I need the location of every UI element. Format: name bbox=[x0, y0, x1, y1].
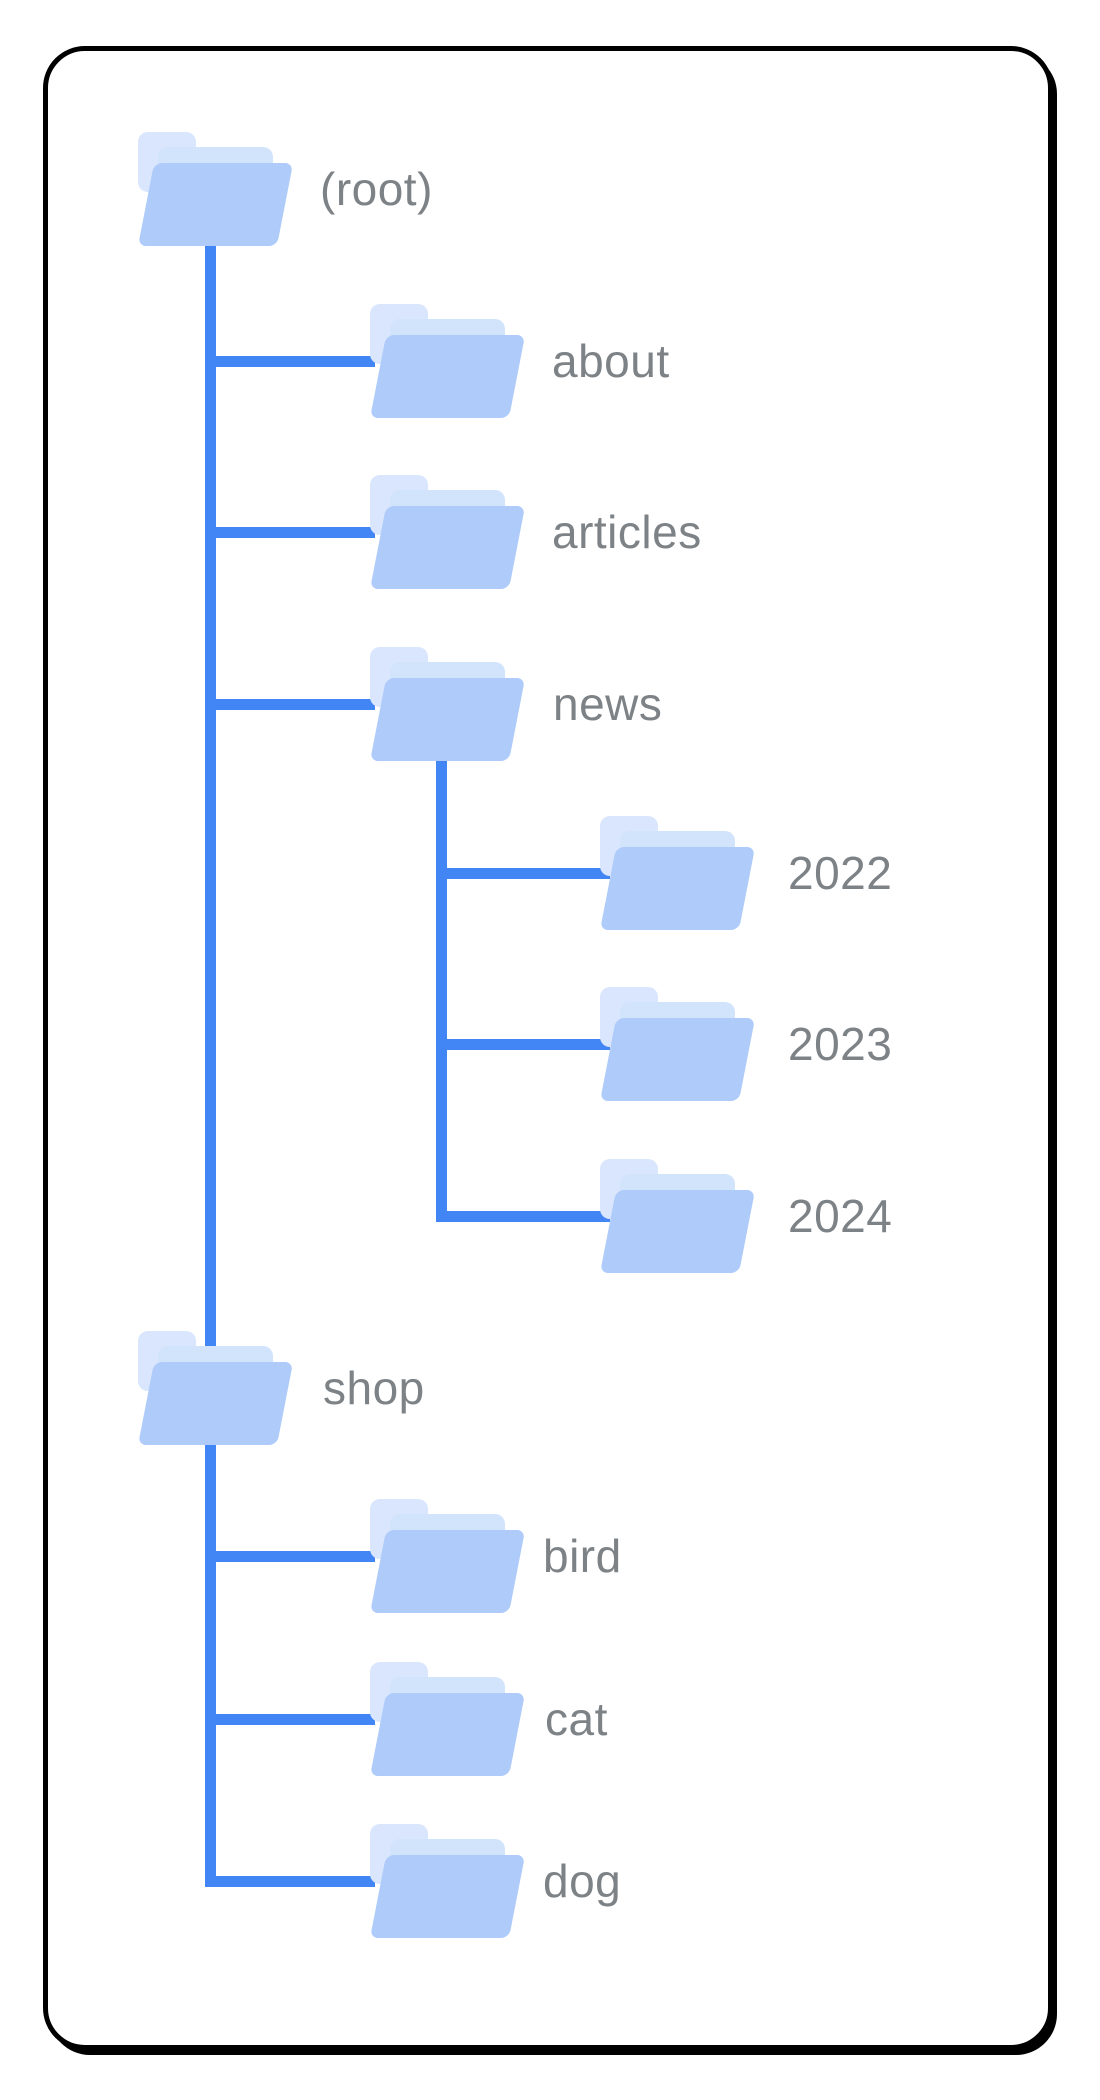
connector-branch-2024 bbox=[436, 1211, 610, 1222]
connector-trunk-root bbox=[205, 238, 216, 1887]
folder-icon bbox=[600, 987, 755, 1101]
tree-node-label: 2022 bbox=[788, 847, 893, 899]
folder-icon bbox=[138, 132, 293, 246]
tree-node-shop: shop bbox=[138, 1331, 424, 1445]
tree-node-label: bird bbox=[543, 1530, 622, 1582]
connector-trunk-news bbox=[436, 752, 447, 1222]
connector-branch-cat bbox=[205, 1714, 375, 1725]
connector-branch-news bbox=[205, 699, 375, 710]
connector-branch-bird bbox=[205, 1551, 375, 1562]
folder-icon bbox=[370, 304, 525, 418]
folder-icon bbox=[370, 1499, 525, 1613]
tree-node-2024: 2024 bbox=[600, 1159, 892, 1273]
folder-icon bbox=[600, 1159, 755, 1273]
connector-branch-about bbox=[205, 356, 375, 367]
connector-branch-2022 bbox=[436, 868, 610, 879]
tree-node-dog: dog bbox=[370, 1824, 621, 1938]
tree-node-label: 2023 bbox=[788, 1018, 893, 1070]
folder-icon bbox=[138, 1331, 293, 1445]
tree-node-label: 2024 bbox=[788, 1190, 893, 1242]
connector-branch-articles bbox=[205, 527, 375, 538]
folder-icon bbox=[370, 1824, 525, 1938]
tree-node-about: about bbox=[370, 304, 669, 418]
tree-node-2022: 2022 bbox=[600, 816, 892, 930]
folder-icon bbox=[370, 647, 525, 761]
connector-branch-2023 bbox=[436, 1039, 610, 1050]
tree-node-articles: articles bbox=[370, 475, 701, 589]
tree-node-cat: cat bbox=[370, 1662, 607, 1776]
tree-node-news: news bbox=[370, 647, 662, 761]
folder-icon bbox=[370, 475, 525, 589]
tree-node-2023: 2023 bbox=[600, 987, 892, 1101]
tree-node-label: articles bbox=[552, 506, 702, 558]
tree-node-label: shop bbox=[323, 1362, 425, 1414]
tree-node-root: (root) bbox=[138, 132, 432, 246]
folder-icon bbox=[370, 1662, 525, 1776]
tree-node-label: cat bbox=[545, 1693, 608, 1745]
tree-node-label: dog bbox=[543, 1855, 622, 1907]
connector-branch-dog bbox=[205, 1876, 375, 1887]
tree-node-label: news bbox=[553, 678, 663, 730]
tree-node-bird: bird bbox=[370, 1499, 621, 1613]
tree-node-label: (root) bbox=[320, 163, 433, 215]
folder-icon bbox=[600, 816, 755, 930]
tree-node-label: about bbox=[552, 335, 670, 387]
